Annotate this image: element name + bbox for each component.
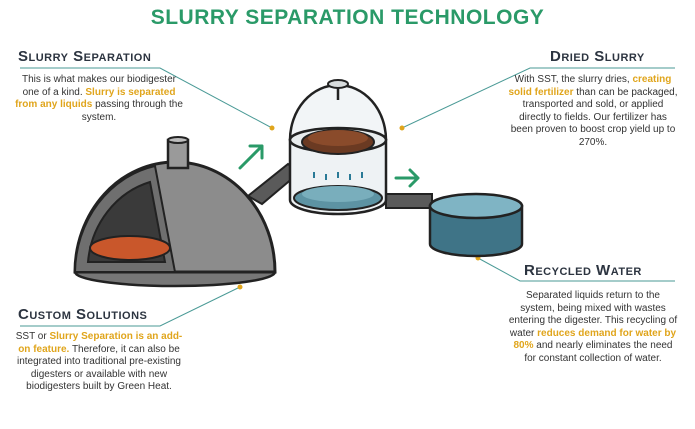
text-custom-solutions-part1: SST or: [15, 331, 47, 342]
highlight-recycled-water: reduces demand for water by 80%: [513, 327, 677, 352]
text-dried-slurry-part2: than can be packaged, transported and so…: [510, 86, 678, 148]
leader-line-dried-slurry: [401, 67, 675, 129]
leader-dot: [399, 125, 405, 131]
text-recycled-water-part2: and nearly eliminates the need for const…: [524, 340, 673, 364]
leader-line-custom-solutions: [20, 286, 241, 327]
pipe-separator-to-tank-icon: [385, 193, 433, 209]
text-custom-solutions: SST or Slurry Separation is an add-on fe…: [14, 331, 184, 394]
text-recycled-water-part1: Separated liquids return to the system, …: [508, 290, 678, 339]
heading-recycled-water: Recycled Water: [524, 262, 642, 279]
text-slurry-separation-part2: passing through the system.: [81, 99, 183, 123]
biodigester-dome-icon: [73, 136, 277, 288]
leader-lines: [20, 67, 675, 327]
text-slurry-separation: This is what makes our biodigester one o…: [14, 74, 184, 124]
separator-unit-icon: [288, 79, 388, 216]
heading-dried-slurry: Dried Slurry: [550, 48, 645, 65]
flow-arrow-icon: [238, 144, 420, 188]
text-dried-slurry-part1: With SST, the slurry dries,: [514, 74, 630, 85]
text-slurry-separation-part1: This is what makes our biodigester one o…: [22, 74, 176, 98]
text-recycled-water: Separated liquids return to the system, …: [508, 290, 678, 365]
leader-line-slurry-separation: [20, 67, 273, 129]
page-title: SLURRY SEPARATION TECHNOLOGY: [150, 6, 545, 29]
leader-dot: [269, 125, 275, 131]
highlight-dried-slurry: creating solid fertilizer: [508, 74, 672, 98]
heading-slurry-separation: Slurry Separation: [18, 48, 152, 65]
heading-custom-solutions: Custom Solutions: [18, 306, 148, 323]
water-tank-icon: [428, 192, 524, 258]
leader-line-recycled-water: [477, 257, 675, 282]
text-custom-solutions-part2: Therefore, it can also be integrated int…: [17, 343, 181, 393]
highlight-slurry-separation: Slurry is separated from any liquids: [15, 86, 176, 111]
leader-dot: [237, 284, 243, 290]
text-dried-slurry: With SST, the slurry dries, creating sol…: [508, 74, 678, 149]
highlight-custom-solutions: Slurry Separation is an add-on feature.: [18, 331, 183, 355]
